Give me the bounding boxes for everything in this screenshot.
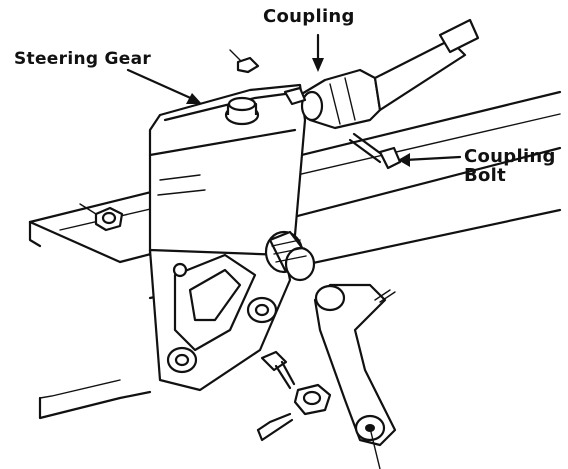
coupling-bolt <box>348 132 402 170</box>
coupling-bolt-label-line1: Coupling <box>464 146 556 167</box>
coupling-hardware <box>229 49 307 106</box>
pitman-arm <box>313 283 397 469</box>
coupling-bolt-label-line2: Bolt <box>464 165 507 186</box>
coupling-bolt-label: Coupling Bolt <box>464 147 556 185</box>
cotter-pin <box>256 412 294 442</box>
pitman-nut <box>293 383 332 416</box>
frame-nut <box>79 203 124 232</box>
leader-lines <box>126 33 462 167</box>
coupling-label: Coupling <box>263 6 355 27</box>
sector-shaft <box>264 230 316 282</box>
steering-gear-label: Steering Gear <box>14 49 152 69</box>
coupling <box>298 18 480 130</box>
pitman-pinch-bolt <box>260 350 296 390</box>
mounting-bolts <box>166 262 278 374</box>
